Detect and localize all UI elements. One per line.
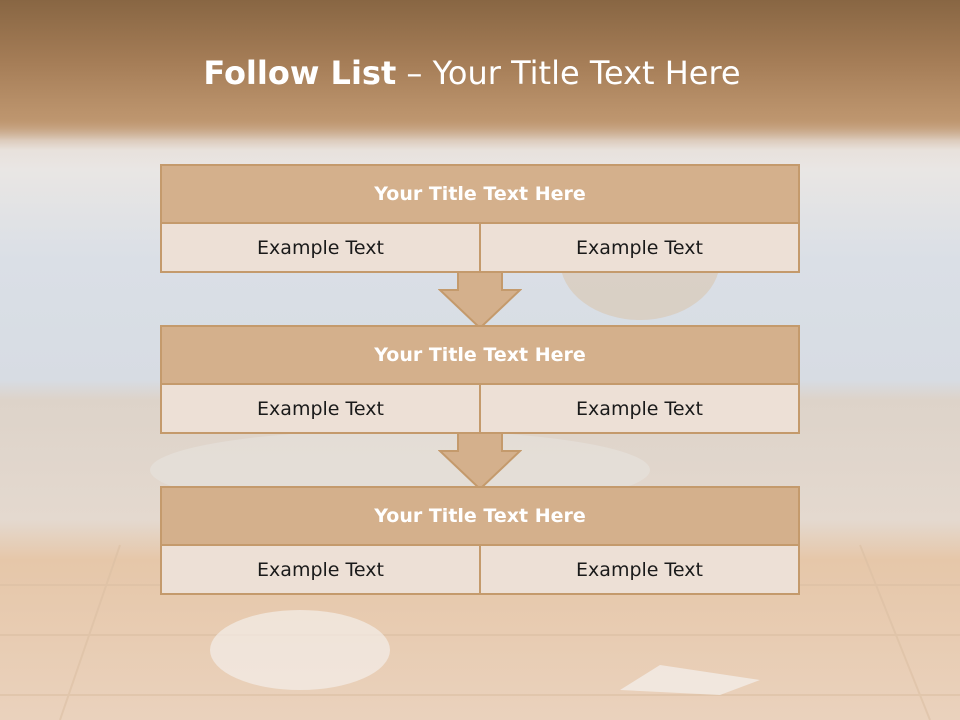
step-block-1: Your Title Text Here Example Text Exampl… — [160, 164, 800, 273]
step-2-right-text: Example Text — [479, 385, 798, 432]
step-2-title: Your Title Text Here — [162, 327, 798, 385]
step-block-3: Your Title Text Here Example Text Exampl… — [160, 486, 800, 595]
slide-title: Follow List – Your Title Text Here — [0, 54, 944, 92]
step-1-right-text: Example Text — [479, 224, 798, 271]
step-2-left-text: Example Text — [162, 385, 479, 432]
step-2-row: Example Text Example Text — [162, 385, 798, 432]
step-3-left-text: Example Text — [162, 546, 479, 593]
slide-title-bold: Follow List — [203, 54, 397, 92]
slide-header — [0, 0, 960, 150]
down-arrow-icon — [438, 271, 522, 330]
step-block-2: Your Title Text Here Example Text Exampl… — [160, 325, 800, 434]
step-1-row: Example Text Example Text — [162, 224, 798, 271]
step-1-title: Your Title Text Here — [162, 166, 798, 224]
step-3-title: Your Title Text Here — [162, 488, 798, 546]
slide-title-rest: – Your Title Text Here — [396, 54, 741, 92]
down-arrow-icon — [438, 432, 522, 491]
step-3-right-text: Example Text — [479, 546, 798, 593]
step-1-left-text: Example Text — [162, 224, 479, 271]
step-3-row: Example Text Example Text — [162, 546, 798, 593]
